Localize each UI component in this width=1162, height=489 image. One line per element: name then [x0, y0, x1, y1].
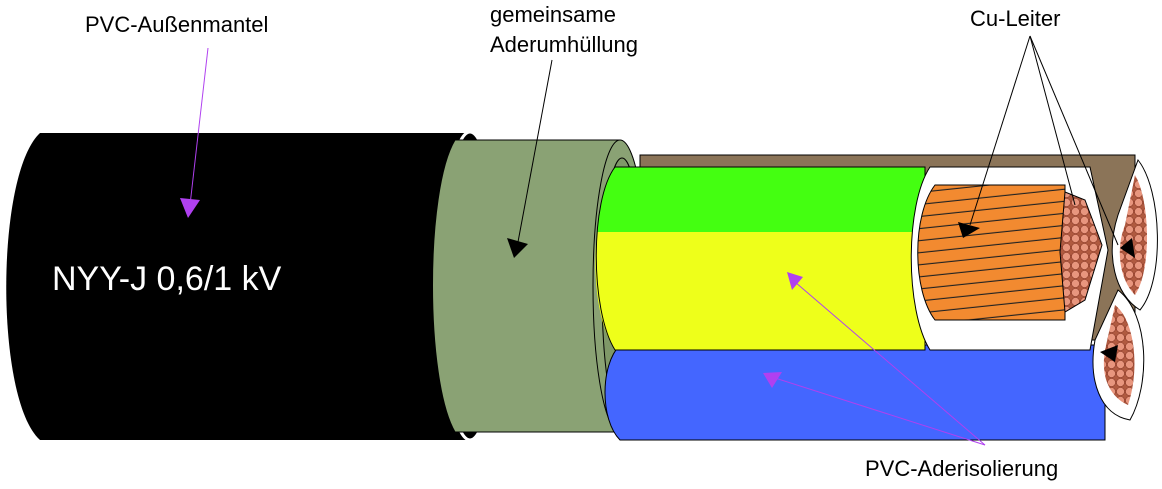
- pointer-common-sheath: [507, 59, 553, 258]
- label-outer-jacket: PVC-Außenmantel: [85, 12, 268, 37]
- label-common-sheath-2: Aderumhüllung: [490, 32, 638, 57]
- label-conductor: Cu-Leiter: [970, 6, 1060, 31]
- conductor-end-lower: [1092, 289, 1145, 421]
- label-common-sheath-1: gemeinsame: [490, 2, 616, 27]
- pointer-core-insulation: [763, 272, 986, 446]
- core-green-yellow: [595, 166, 926, 351]
- label-core-insulation: PVC-Aderisolierung: [865, 456, 1058, 481]
- cable-marking: NYY-J 0,6/1 kV: [52, 260, 282, 298]
- conductor-main: [910, 166, 1109, 351]
- pointer-conductor: [958, 35, 1135, 362]
- conductor-end-upper: [1111, 158, 1158, 311]
- core-blue: [604, 344, 1106, 441]
- pointer-outer-jacket: [180, 47, 209, 218]
